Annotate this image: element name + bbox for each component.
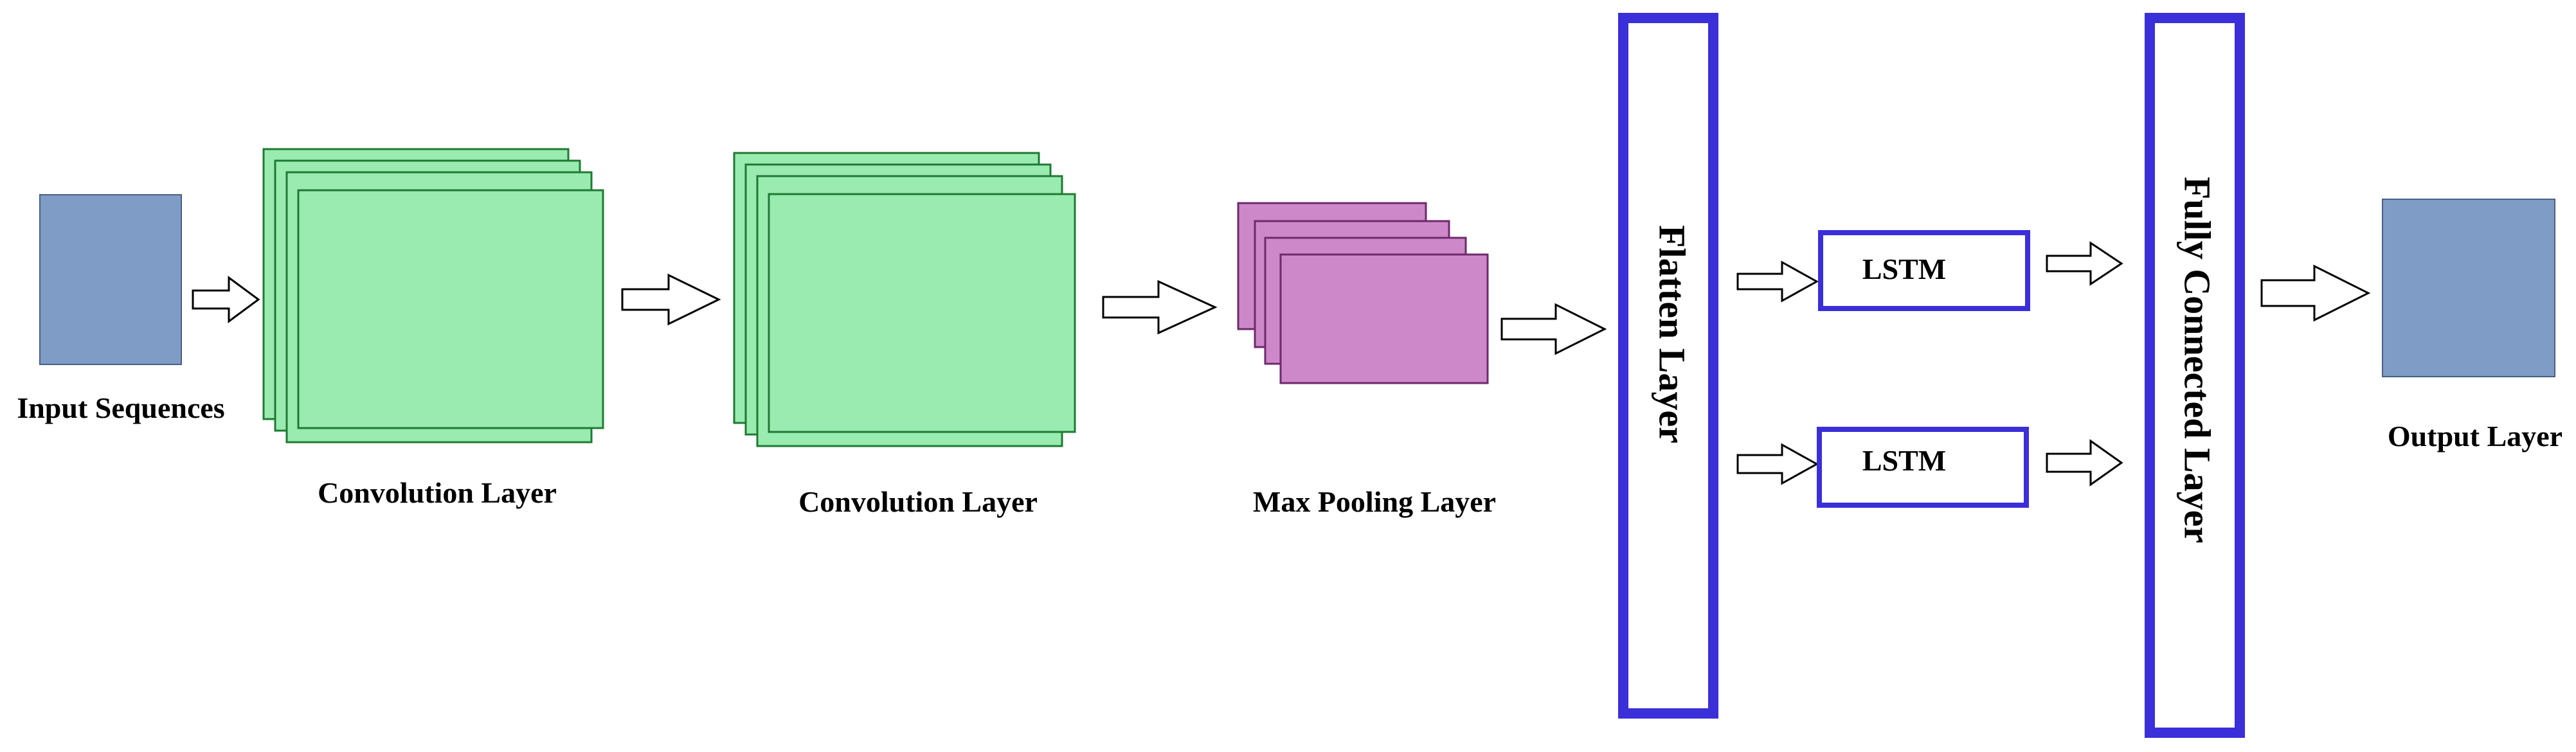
arrow-icon [1736, 443, 1819, 485]
max-pooling-layer-block: Max Pooling Layer [1237, 202, 1496, 518]
convolution-layer-2-block: Convolution Layer [733, 152, 1076, 518]
lstm-bottom-block: LSTM [1817, 427, 2029, 508]
flatten-label: Flatten Layer [1652, 225, 1693, 443]
flatten-layer-box [1618, 13, 1718, 719]
flatten-layer-block: Flatten Layer [1618, 13, 1718, 719]
arrow-icon [1500, 303, 1607, 355]
feature-map [297, 189, 604, 429]
lstm-top-box [1818, 230, 2030, 311]
arrow-icon [2260, 264, 2371, 322]
output-box [2382, 199, 2555, 377]
lstm-top-label: LSTM [1862, 253, 1946, 285]
lstm-bottom-box [1817, 427, 2029, 508]
lstm-top-block: LSTM [1818, 230, 2030, 311]
output-layer-block: Output Layer [2382, 199, 2562, 452]
input-label: Input Sequences [17, 391, 224, 424]
arrow-icon [2046, 241, 2123, 286]
lstm-bottom-label: LSTM [1862, 444, 1946, 477]
arrow-icon [1102, 280, 1218, 335]
fully-connected-layer-box [2145, 13, 2245, 738]
output-label: Output Layer [2388, 420, 2562, 452]
arrow-icon [192, 276, 260, 323]
convolution-layer-1-block: Convolution Layer [262, 148, 604, 509]
input-sequences-block: Input Sequences [17, 194, 225, 424]
arrow-icon [1736, 260, 1819, 303]
pool-label: Max Pooling Layer [1253, 485, 1496, 518]
pooled-map [1279, 253, 1489, 384]
feature-map [768, 193, 1076, 433]
arrow-icon [621, 273, 721, 326]
fully-connected-layer-block: Fully Connected Layer [2145, 13, 2245, 738]
arrow-icon [2046, 439, 2123, 487]
fully-connected-label: Fully Connected Layer [2177, 177, 2219, 543]
conv2-label: Convolution Layer [798, 485, 1038, 518]
input-box [39, 194, 182, 365]
conv1-label: Convolution Layer [318, 476, 557, 509]
